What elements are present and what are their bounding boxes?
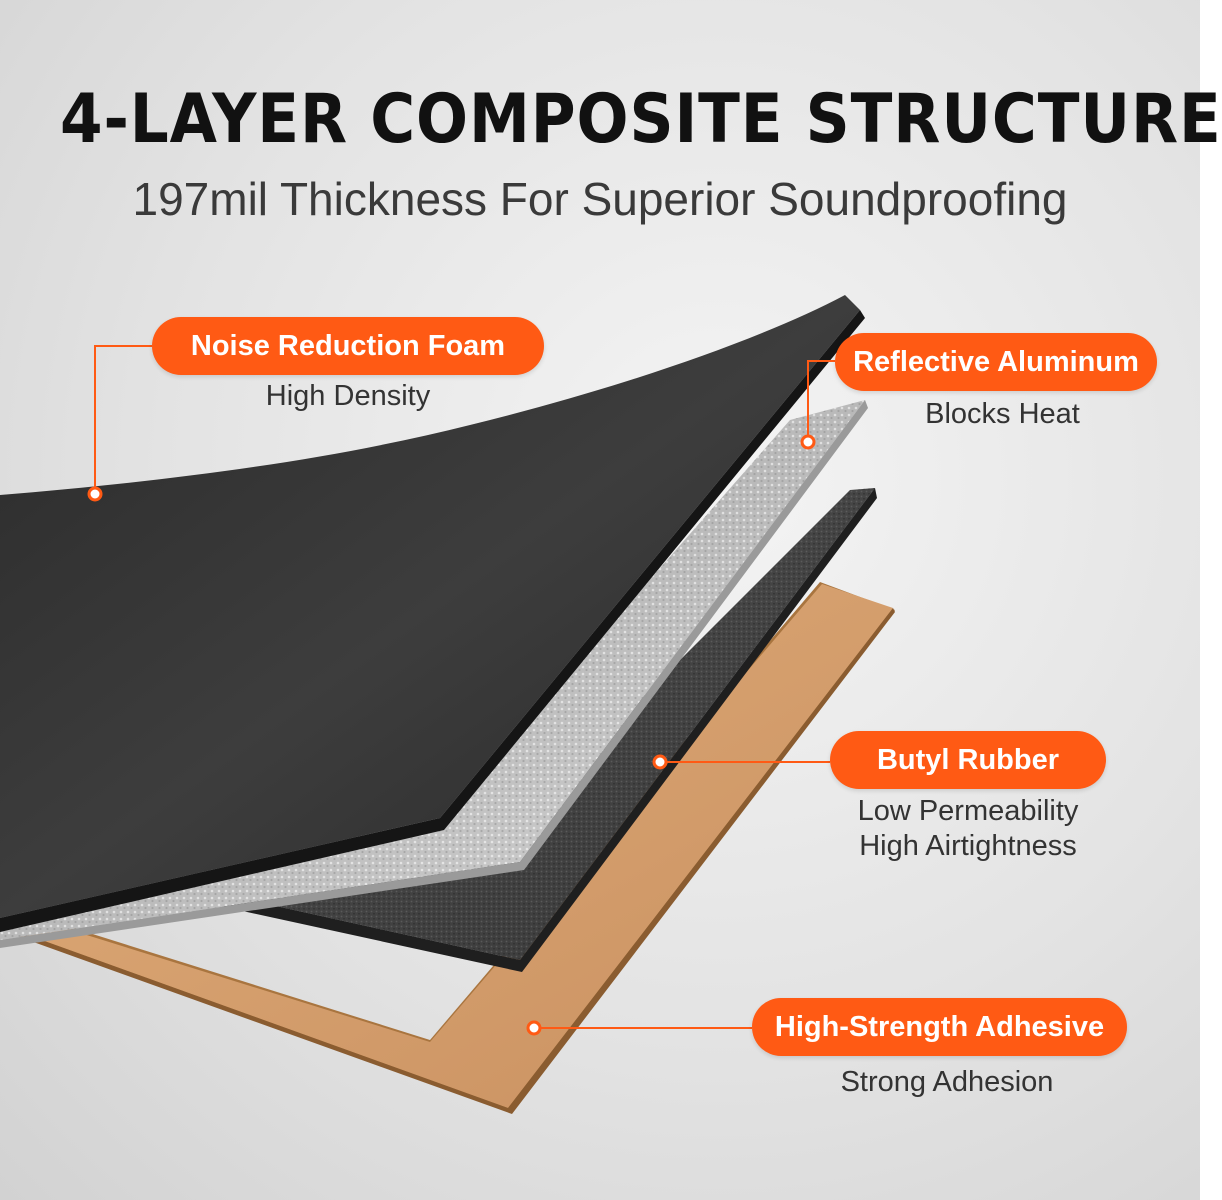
adhesive-marker-dot <box>526 1020 542 1036</box>
adhesive-label-badge: High-Strength Adhesive <box>752 998 1127 1056</box>
foam-callout-line <box>94 345 152 494</box>
butyl-marker-dot <box>652 754 668 770</box>
aluminum-description: Blocks Heat <box>925 398 1080 430</box>
aluminum-callout-line <box>807 360 835 442</box>
butyl-label-badge: Butyl Rubber <box>830 731 1106 789</box>
page-subtitle: 197mil Thickness For Superior Soundproof… <box>132 173 1068 225</box>
adhesive-layer <box>0 582 895 1114</box>
adhesive-description: Strong Adhesion <box>840 1066 1054 1098</box>
foam-marker-dot <box>87 486 103 502</box>
foam-label-badge: Noise Reduction Foam <box>152 317 544 375</box>
foam-layer <box>0 295 865 932</box>
page-title: 4-LAYER COMPOSITE STRUCTURE <box>60 80 1222 159</box>
butyl-description-line-1: Low Permeability <box>857 795 1079 827</box>
aluminum-marker-dot <box>800 434 816 450</box>
butyl-description-line-2: High Airtightness <box>859 830 1077 862</box>
foam-description: High Density <box>265 380 431 412</box>
aluminum-label-badge: Reflective Aluminum <box>835 333 1157 391</box>
